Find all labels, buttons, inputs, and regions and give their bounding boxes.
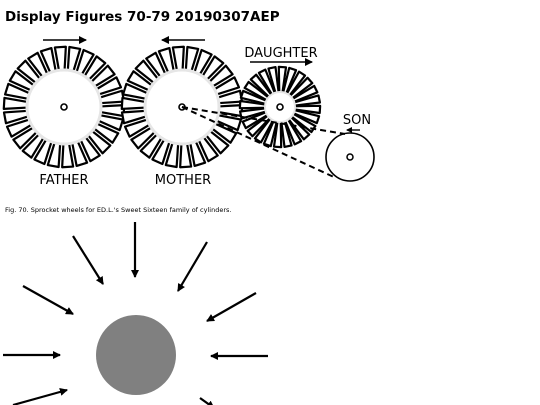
belt-line-lower: [181, 106, 337, 179]
radial-arrows: [3, 222, 268, 405]
father-sprocket-wheel: [2, 45, 126, 169]
son-axle: [346, 153, 354, 161]
mother-label: MOTHER: [155, 173, 211, 188]
inward-arrow: [22, 285, 74, 315]
daughter-sprocket-wheel: [238, 65, 322, 149]
son-label: SON: [343, 113, 371, 128]
belt-line-upper: [181, 106, 346, 135]
figure-caption: Fig. 70. Sprocket wheels for ED.L.'s Swe…: [5, 206, 232, 214]
daughter-label: DAUGHTER: [244, 46, 317, 61]
axle-hole: [276, 103, 284, 111]
mother-sprocket-wheel: [120, 45, 244, 169]
inward-arrow: [177, 241, 208, 292]
inward-arrow: [72, 235, 104, 285]
inward-arrow: [206, 292, 257, 322]
page-title: Display Figures 70-79 20190307AEP: [5, 9, 280, 25]
inward-arrow: [199, 397, 215, 405]
center-disk: [96, 315, 176, 395]
inward-arrow: [12, 388, 68, 405]
father-label: FATHER: [39, 173, 88, 188]
axle-hole: [60, 103, 68, 111]
